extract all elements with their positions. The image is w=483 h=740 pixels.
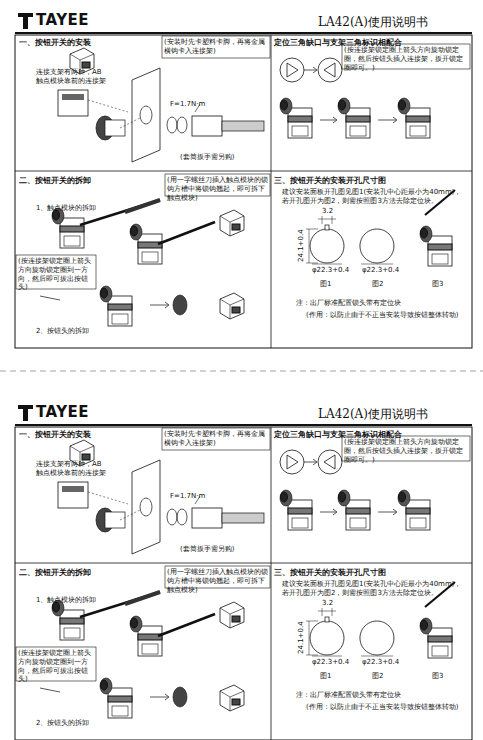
- screwdriver-note: (用一字螺丝刀插入触点模块的锁钩方槽中将锁钩翘起，即可拆下触点模块): [167, 176, 268, 202]
- step-heading: 2、按钮头的拆卸: [36, 327, 89, 336]
- cut-line: [0, 371, 483, 372]
- dimension: φ22.3+0.4: [362, 266, 399, 275]
- lock-ring-note: (按连接架锁定圈上箭头方向旋动锁定圈，然后按钮头插入连接架，扳开锁定圈即可。): [344, 438, 468, 464]
- sheet-title: LA42(A)使用说明书: [318, 15, 428, 30]
- note: 注：出厂标准配置锁头带有定位块: [296, 691, 401, 700]
- wrench-note: (套筒扳手需另购): [180, 545, 234, 554]
- section-heading: 三、按钮开关的安装开孔尺寸图: [274, 568, 386, 577]
- dimension: 3.2: [322, 207, 333, 216]
- head-removal-note: (按连接架锁定圈上箭头方向旋动锁定圈到一方向，然后即可拔出按钮头): [18, 649, 94, 684]
- figure-number: 图1: [320, 672, 331, 681]
- torque-value: F=1.7N·m: [170, 492, 205, 501]
- panel-hole-note: 建议安装面板开孔图见图1(安装孔中心距最小为40mm)，若开孔图开为图2，则需按…: [282, 188, 466, 206]
- screwdriver-note: (用一字螺丝刀插入触点模块的锁钩方槽中将锁钩翘起，即可拆下触点模块): [167, 568, 268, 594]
- sheet-copy: [15, 405, 472, 740]
- install-note: (安装时先卡塑料卡脚，再将金属横钩卡入连接架): [164, 38, 268, 56]
- note: 注：出厂标准配置锁头带有定位块: [296, 299, 401, 308]
- dimension: 24.1+0.4: [297, 229, 306, 262]
- figure-number: 图3: [432, 280, 443, 289]
- torque-value: F=1.7N·m: [170, 100, 205, 109]
- section-heading: 一、按钮开关的安装: [19, 430, 91, 439]
- install-note: (安装时先卡塑料卡脚，再将金属横钩卡入连接架): [164, 430, 268, 448]
- step-heading: 1、触点模块的拆卸: [36, 204, 96, 213]
- section-heading: 二、按钮开关的拆卸: [19, 176, 91, 185]
- wrench-note: (套筒扳手需另购): [180, 153, 234, 162]
- head-removal-note: (按连接架锁定圈上箭头方向旋动锁定圈到一方向，然后即可拔出按钮头): [18, 257, 94, 292]
- note: (作用：以防止由于不正当安装导致按钮整体转动): [306, 311, 458, 320]
- dimension: φ22.3+0.4: [312, 658, 349, 667]
- section-heading: 二、按钮开关的拆卸: [19, 568, 91, 577]
- panel-hole-note: 建议安装面板开孔图见图1(安装孔中心距最小为40mm)，若开孔图开为图2，则需按…: [282, 580, 466, 598]
- bracket-note: 连接支架有两种，AB触点模块靠前的连接架: [36, 68, 106, 86]
- dimension: φ22.3+0.4: [362, 658, 399, 667]
- dimension: 24.1+0.4: [297, 621, 306, 654]
- step-heading: 1、触点模块的拆卸: [36, 596, 96, 605]
- sheet-copy: [15, 13, 472, 348]
- dimension: φ22.3+0.4: [312, 266, 349, 275]
- figure-number: 图2: [372, 280, 383, 289]
- note: (作用：以防止由于不正当安装导致按钮整体转动): [306, 703, 458, 712]
- dimension: 3.2: [322, 599, 333, 608]
- step-heading: 2、按钮头的拆卸: [36, 719, 89, 728]
- lock-ring-note: (按连接架锁定圈上箭头方向旋动锁定圈，然后按钮头插入连接架，扳开锁定圈即可。): [344, 46, 468, 72]
- sheet-title: LA42(A)使用说明书: [318, 407, 428, 422]
- step-heading: 定位三角缺口与支架三角标识相配合: [274, 38, 402, 47]
- section-heading: 一、按钮开关的安装: [19, 38, 91, 47]
- step-heading: 定位三角缺口与支架三角标识相配合: [274, 430, 402, 439]
- figure-number: 图3: [432, 672, 443, 681]
- section-heading: 三、按钮开关的安装开孔尺寸图: [274, 176, 386, 185]
- figure-number: 图2: [372, 672, 383, 681]
- brand-logo: TAYEE: [36, 403, 89, 422]
- bracket-note: 连接支架有两种，AB触点模块靠前的连接架: [36, 460, 106, 478]
- brand-logo: TAYEE: [36, 11, 89, 30]
- figure-number: 图1: [320, 280, 331, 289]
